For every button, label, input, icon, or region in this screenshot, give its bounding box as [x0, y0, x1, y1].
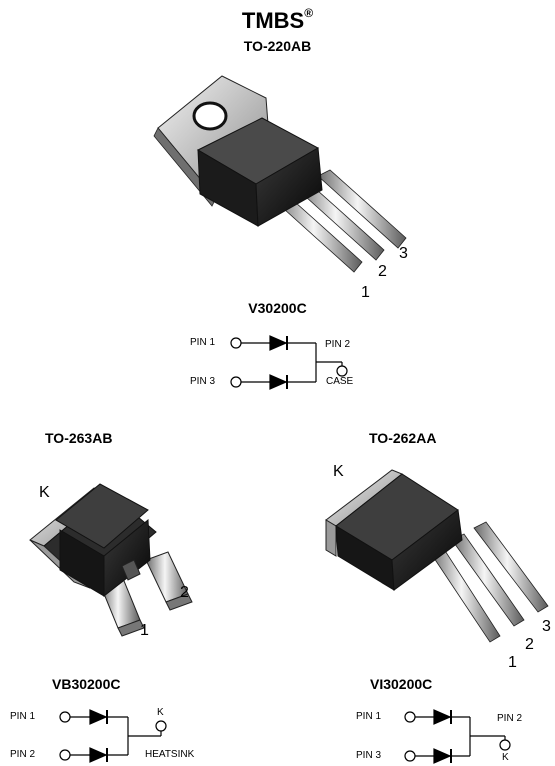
vi30200c-pin2-label: PIN 2: [497, 713, 523, 724]
brand-title: TMBS®: [0, 6, 555, 34]
to262aa-pin-3: 3: [542, 618, 551, 635]
to262aa-pin-1: 1: [508, 654, 517, 671]
to220ab-pin-3: 3: [399, 245, 408, 262]
to263ab-k-label: K: [39, 484, 50, 501]
vi30200c-schematic: [404, 709, 511, 764]
to220ab-body: [196, 117, 323, 227]
part-number-vi30200c: VI30200C: [370, 676, 433, 692]
vi30200c-pin3-label: PIN 3: [356, 750, 382, 761]
part-number-v30200c: V30200C: [248, 300, 307, 316]
package-label-to263ab: TO-263AB: [45, 430, 113, 446]
v30200c-schematic: [230, 335, 348, 390]
v30200c-pin2-label: PIN 2: [325, 339, 351, 350]
registered-mark: ®: [304, 6, 314, 20]
to263ab-pin-1: 1: [140, 622, 149, 639]
vi30200c-pin1-label: PIN 1: [356, 711, 382, 722]
to263ab-pin-2: 2: [180, 584, 189, 601]
to262aa-k-label: K: [333, 463, 344, 480]
vb30200c-schematic: [59, 709, 167, 763]
v30200c-case-label: CASE: [326, 376, 354, 387]
to262aa-package-drawing: [325, 469, 549, 643]
to220ab-leads: [273, 169, 407, 273]
vb30200c-pin1-label: PIN 1: [10, 711, 36, 722]
to263ab-package-drawing: [29, 483, 193, 637]
vb30200c-pin2-label: PIN 2: [10, 749, 36, 760]
vb30200c-heatsink-label: HEATSINK: [145, 749, 195, 760]
to220ab-pin-2: 2: [378, 263, 387, 280]
part-number-vb30200c: VB30200C: [52, 676, 121, 692]
vb30200c-k-label: K: [157, 707, 164, 718]
to220ab-pin-1: 1: [361, 284, 370, 301]
to262aa-pin-2: 2: [525, 636, 534, 653]
brand-name: TMBS: [241, 8, 305, 33]
package-label-to262aa: TO-262AA: [369, 430, 437, 446]
v30200c-pin1-label: PIN 1: [190, 337, 216, 348]
package-label-to220ab: TO-220AB: [243, 38, 312, 54]
v30200c-pin3-label: PIN 3: [190, 376, 216, 387]
vi30200c-k-label: K: [502, 752, 509, 763]
